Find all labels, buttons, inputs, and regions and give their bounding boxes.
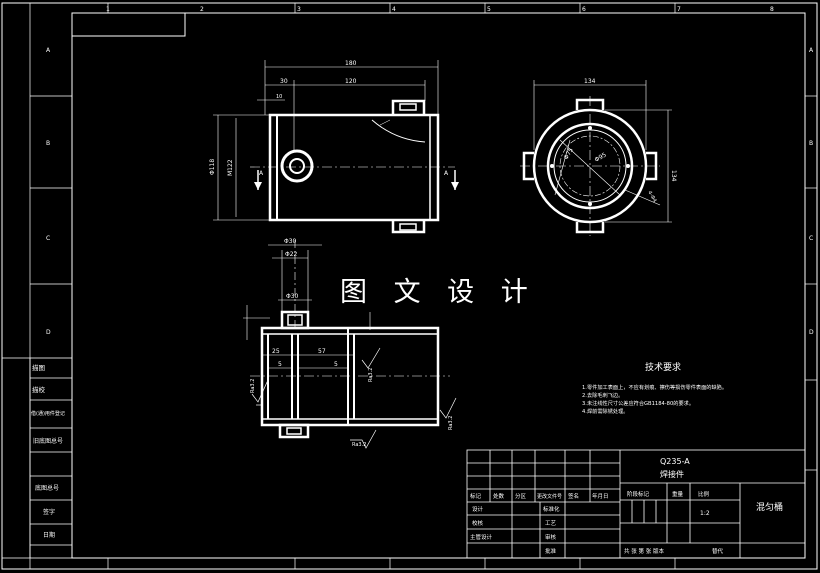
grid-num-4: 4 bbox=[392, 6, 396, 13]
left-strip-5: 日期 bbox=[43, 531, 55, 539]
dim-30: 30 bbox=[280, 78, 288, 85]
dim-180: 180 bbox=[345, 60, 357, 67]
header-change-doc: 更改文件号 bbox=[537, 493, 562, 500]
watermark-text: 图 文 设 计 bbox=[340, 277, 537, 308]
header-count: 处数 bbox=[493, 492, 505, 500]
front-view bbox=[213, 60, 456, 234]
grid-num-1: 1 bbox=[106, 6, 110, 13]
grid-num-5: 5 bbox=[487, 6, 491, 13]
inner-border bbox=[71, 12, 806, 559]
grid-numbers-top bbox=[107, 3, 676, 569]
dim-134-side: 134 bbox=[670, 170, 677, 182]
left-strip-1: 借(通)用件登记 bbox=[31, 410, 65, 417]
scale-header: 比例 bbox=[698, 490, 710, 498]
grid-letter-d-right: D bbox=[809, 329, 814, 336]
left-strip-2: 旧底图总号 bbox=[33, 437, 63, 445]
grid-num-8: 8 bbox=[770, 6, 774, 13]
mid-standard: 标准化 bbox=[543, 505, 560, 513]
mid-approve: 批准 bbox=[545, 547, 557, 555]
tech-req-item-1: 1.零件加工表面上，不应有划痕、擦伤等损伤零件表面的缺陷。 bbox=[582, 383, 727, 391]
grid-num-6: 6 bbox=[582, 6, 586, 13]
replace-label: 替代 bbox=[712, 547, 724, 555]
title-block bbox=[466, 449, 806, 559]
grid-letter-c: C bbox=[46, 235, 50, 242]
header-zone: 分区 bbox=[515, 492, 527, 500]
stage-mark-header: 阶段标记 bbox=[627, 490, 650, 498]
row-check: 校核 bbox=[472, 519, 484, 527]
section-arrow-left bbox=[254, 182, 262, 190]
section-arrow-right bbox=[451, 182, 459, 190]
dim-120: 120 bbox=[345, 78, 357, 85]
dim-phi22: Φ22 bbox=[285, 251, 298, 258]
part-name-label: 焊接件 bbox=[660, 469, 684, 479]
row-design: 设计 bbox=[472, 505, 484, 513]
section-view bbox=[243, 240, 457, 449]
tech-req-item-4: 4.焊前需除锈处理。 bbox=[582, 407, 628, 415]
left-strip-top-2: 描校 bbox=[32, 385, 46, 394]
dim-5a: 5 bbox=[278, 361, 282, 368]
roughness-c: Ra3.2 bbox=[448, 416, 454, 430]
side-view-bolt-holes bbox=[550, 126, 630, 206]
grid-letter-c-right: C bbox=[809, 235, 813, 242]
dim-5b: 5 bbox=[334, 361, 338, 368]
dim-134-top: 134 bbox=[584, 78, 596, 85]
header-mark: 标记 bbox=[470, 492, 482, 500]
grid-num-2: 2 bbox=[200, 6, 204, 13]
tech-req-item-2: 2.去除毛刺飞边。 bbox=[582, 391, 623, 399]
drawing-name-label: 混匀桶 bbox=[756, 501, 783, 513]
grid-num-7: 7 bbox=[677, 6, 681, 13]
dim-57: 57 bbox=[318, 348, 326, 355]
dim-4x-phi4: 4-Φ4 bbox=[646, 190, 657, 203]
roughness-b: Ra3.2 bbox=[368, 368, 374, 382]
dim-phi30-top: Φ30 bbox=[284, 238, 297, 245]
mid-process: 工艺 bbox=[545, 520, 557, 527]
grid-letter-b-right: B bbox=[809, 140, 813, 147]
roughness-d: Ra3.2 bbox=[352, 442, 366, 448]
tech-req-item-3: 3.未注线性尺寸公差应符合GB1184-80的要求。 bbox=[582, 399, 694, 407]
left-strip-4: 签字 bbox=[43, 508, 55, 516]
tech-req-title: 技术要求 bbox=[645, 361, 681, 373]
dim-25: 25 bbox=[272, 348, 280, 355]
grid-letter-a: A bbox=[46, 47, 51, 54]
left-strip bbox=[2, 357, 73, 559]
material-label: Q235-A bbox=[660, 457, 690, 466]
dim-phi30-lower: Φ30 bbox=[286, 293, 299, 300]
header-sign: 签名 bbox=[568, 492, 579, 500]
dim-phi95: Φ95 bbox=[594, 151, 608, 163]
grid-letter-d: D bbox=[46, 329, 51, 336]
left-strip-top-1: 描图 bbox=[32, 363, 45, 372]
weight-header: 重量 bbox=[672, 490, 684, 498]
top-left-box bbox=[71, 12, 186, 37]
section-label-a2: A bbox=[444, 170, 449, 177]
side-view bbox=[520, 80, 672, 236]
left-strip-3: 底图总号 bbox=[35, 484, 59, 492]
mid-review: 审核 bbox=[545, 533, 557, 541]
section-label-a1: A bbox=[259, 170, 264, 177]
header-date: 年月日 bbox=[592, 492, 609, 500]
grid-num-3: 3 bbox=[297, 6, 301, 13]
dim-phi118: Φ118 bbox=[209, 159, 216, 175]
grid-letter-a-right: A bbox=[809, 47, 814, 54]
sheet-count: 共 张 第 张 版本 bbox=[624, 547, 664, 555]
grid-letter-b: B bbox=[46, 140, 50, 147]
dim-phi75: Φ75 bbox=[563, 147, 575, 161]
dim-m122: M122 bbox=[227, 159, 234, 176]
row-lead-design: 主管设计 bbox=[470, 533, 493, 541]
scale-value: 1:2 bbox=[700, 510, 710, 517]
dim-10: 10 bbox=[276, 94, 282, 100]
roughness-a: Ra3.2 bbox=[250, 379, 256, 393]
